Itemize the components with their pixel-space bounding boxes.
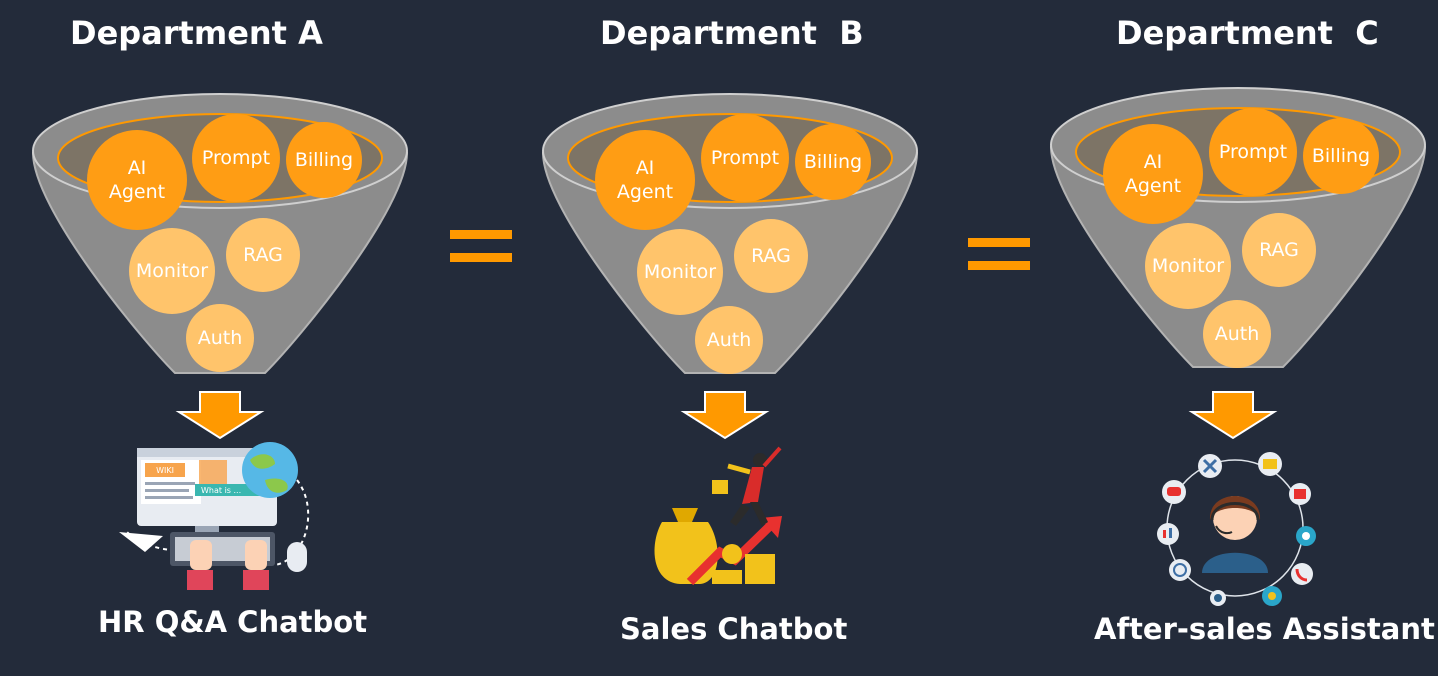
tools-icon: [1198, 454, 1222, 478]
circle-prompt: Prompt: [1209, 108, 1297, 196]
equals-sign-2: [968, 238, 1030, 272]
circle-monitor: Monitor: [1145, 223, 1231, 309]
svg-text:Billing: Billing: [804, 151, 862, 173]
down-arrow-icon: [1188, 391, 1278, 440]
circle-rag: RAG: [734, 219, 808, 293]
gear-icon: [1296, 526, 1316, 546]
svg-text:AI: AI: [128, 157, 147, 179]
svg-text:AI: AI: [1144, 151, 1163, 173]
mail-icon: [1258, 452, 1282, 476]
svg-text:Monitor: Monitor: [644, 261, 716, 283]
circle-auth: Auth: [695, 306, 763, 374]
hands-icon: [187, 540, 269, 590]
svg-text:Prompt: Prompt: [1219, 141, 1287, 163]
svg-text:What is ...: What is ...: [201, 486, 241, 495]
funnel-a: AI Agent Prompt Billing Monitor RAG Auth: [30, 78, 410, 390]
svg-text:Monitor: Monitor: [136, 260, 208, 282]
circle-billing: Billing: [1303, 118, 1379, 194]
circle-auth: Auth: [1203, 300, 1271, 368]
globe-icon: [242, 442, 298, 498]
circle-monitor: Monitor: [129, 228, 215, 314]
down-arrow-icon: [680, 391, 770, 440]
cloud-icon: [1210, 590, 1226, 606]
funnel-b: AI Agent Prompt Billing Monitor RAG Auth: [540, 78, 920, 390]
svg-text:Agent: Agent: [1125, 175, 1181, 197]
circle-ai-agent: AI Agent: [87, 130, 187, 230]
mouse-icon: [287, 542, 307, 572]
paper-plane-icon: [119, 532, 163, 552]
circle-ai-agent: AI Agent: [1103, 124, 1203, 224]
funnel-c: AI Agent Prompt Billing Monitor RAG Auth: [1048, 72, 1428, 384]
department-a-title: Department A: [70, 14, 323, 52]
money-bag-icon: [654, 508, 718, 584]
circle-auth: Auth: [186, 304, 254, 372]
circle-monitor: Monitor: [637, 229, 723, 315]
department-c-title: Department C: [1116, 14, 1379, 52]
svg-text:WIKI: WIKI: [156, 466, 174, 475]
coins-icon: [712, 544, 775, 584]
svg-text:Agent: Agent: [617, 181, 673, 203]
output-label-c: After-sales Assistant: [1094, 612, 1435, 646]
svg-text:Auth: Auth: [707, 329, 752, 351]
svg-text:AI: AI: [636, 157, 655, 179]
circle-billing: Billing: [795, 124, 871, 200]
monitor-icon: WIKI What is ...: [137, 448, 277, 538]
circle-prompt: Prompt: [701, 114, 789, 202]
svg-text:Auth: Auth: [1215, 323, 1260, 345]
svg-text:Monitor: Monitor: [1152, 255, 1224, 277]
sales-chatbot-illustration: [654, 446, 782, 586]
hr-chatbot-illustration: WIKI What is ...: [119, 442, 310, 590]
svg-text:RAG: RAG: [1259, 239, 1299, 261]
phone-icon: [1291, 563, 1313, 585]
circle-billing: Billing: [286, 122, 362, 198]
support-agent-icon: [1202, 496, 1268, 573]
output-label-a: HR Q&A Chatbot: [98, 605, 368, 639]
chart-icon: [1157, 523, 1179, 545]
equals-sign-1: [450, 230, 512, 264]
down-arrow-icon: [175, 391, 265, 440]
department-b-title: Department B: [600, 14, 864, 52]
circle-ai-agent: AI Agent: [595, 130, 695, 230]
svg-text:Agent: Agent: [109, 181, 165, 203]
svg-text:Billing: Billing: [295, 149, 353, 171]
circle-rag: RAG: [1242, 213, 1316, 287]
chat-icon: [1162, 480, 1186, 504]
output-label-b: Sales Chatbot: [620, 612, 848, 646]
svg-text:Prompt: Prompt: [711, 147, 779, 169]
circle-rag: RAG: [226, 218, 300, 292]
svg-text:Billing: Billing: [1312, 145, 1370, 167]
settings-icon: [1262, 586, 1282, 606]
svg-text:Auth: Auth: [198, 327, 243, 349]
calendar-icon: [1289, 483, 1311, 505]
after-sales-illustration: [1157, 452, 1316, 606]
businessman-icon: [712, 446, 782, 526]
clock-icon: [1169, 559, 1191, 581]
circle-prompt: Prompt: [192, 114, 280, 202]
svg-text:RAG: RAG: [243, 244, 283, 266]
svg-text:RAG: RAG: [751, 245, 791, 267]
svg-text:Prompt: Prompt: [202, 147, 270, 169]
